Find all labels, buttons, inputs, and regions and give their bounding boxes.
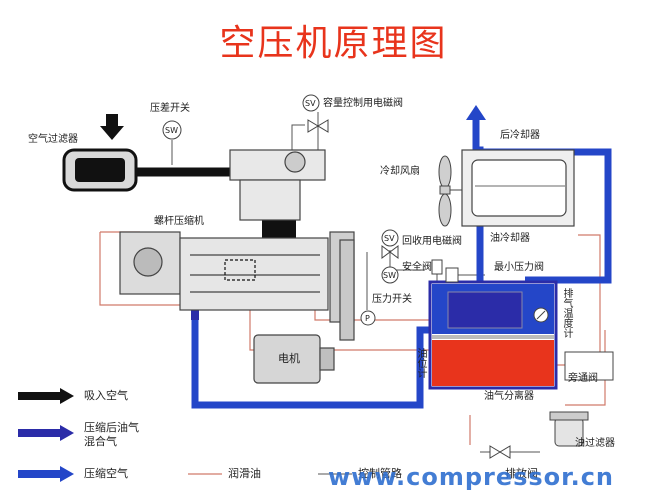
sw-label-pressure-diff: SW [165, 126, 178, 135]
sv-label-blowdown: SV [384, 234, 395, 243]
drain-valve-symbol [489, 445, 511, 459]
capacity-solenoid-valve [307, 119, 329, 133]
label-safety-valve: 安全阀 [402, 262, 432, 273]
label-bypass-valve: 旁通阀 [568, 373, 598, 384]
label-pressure-diff-switch: 压差开关 [150, 103, 190, 114]
label-blowdown-valve: 回收用电磁阀 [402, 236, 462, 247]
cooling-fan [438, 155, 462, 227]
air-filter [62, 114, 138, 192]
screw-compressor [119, 231, 355, 323]
label-oil-level-gauge: 油位计 [415, 348, 426, 378]
label-oil-separator: 油气分离器 [484, 391, 534, 402]
exhaust-temp-gauge [533, 307, 549, 323]
pressure-diff-switch-sw [162, 120, 182, 140]
legend-intake-air: 吸入空气 [84, 389, 128, 402]
label-min-pressure-valve: 最小压力阀 [494, 262, 544, 273]
legend-lube-oil: 润滑油 [228, 467, 261, 480]
legend-control-line: 控制管路 [358, 467, 402, 480]
oil-filter [549, 411, 589, 447]
sv-label-capacity: SV [305, 99, 316, 108]
safety-valve [431, 259, 443, 275]
p-label-gauge: P [365, 314, 370, 323]
intake-valve-housing [229, 149, 326, 221]
motor [253, 239, 355, 384]
diagram-title: 空压机原理图 [219, 23, 448, 64]
pressure-gauge-p [360, 310, 376, 326]
label-pressure-switch: 压力开关 [372, 294, 412, 305]
compressed-air-outlet-arrow [466, 105, 486, 120]
blowdown-solenoid-valve [381, 245, 399, 259]
label-screw-compressor: 螺杆压缩机 [154, 216, 204, 227]
label-oil-cooler: 油冷却器 [490, 233, 530, 244]
blowdown-valve-sv [381, 229, 399, 247]
capacity-valve-sv [302, 94, 320, 112]
legend-oil-air-mix: 压缩后油气混合气 [84, 421, 139, 448]
watermark: www.compressor.cn [328, 463, 615, 491]
legend-compressed-air: 压缩空气 [84, 467, 128, 480]
instrument-bubbles [162, 94, 399, 326]
pressure-switch-sw [381, 266, 399, 284]
bypass-valve [564, 351, 614, 381]
label-motor: 电机 [278, 352, 300, 365]
label-exhaust-temp-gauge: 排气温度计 [561, 288, 572, 338]
legend-symbols [18, 388, 352, 482]
label-oil-filter: 油过滤器 [575, 438, 615, 449]
sw-label-pressure: SW [383, 271, 396, 280]
label-air-filter: 空气过滤器 [28, 134, 78, 145]
min-pressure-valve [445, 267, 459, 283]
label-cooling-fan: 冷却风扇 [380, 166, 420, 177]
legend-drain-valve: 排放阀 [505, 467, 538, 480]
label-aftercooler: 后冷却器 [500, 130, 540, 141]
label-capacity-valve: 容量控制用电磁阀 [323, 98, 403, 109]
cooler-unit [461, 149, 575, 227]
oil-separator-tank [428, 280, 558, 390]
